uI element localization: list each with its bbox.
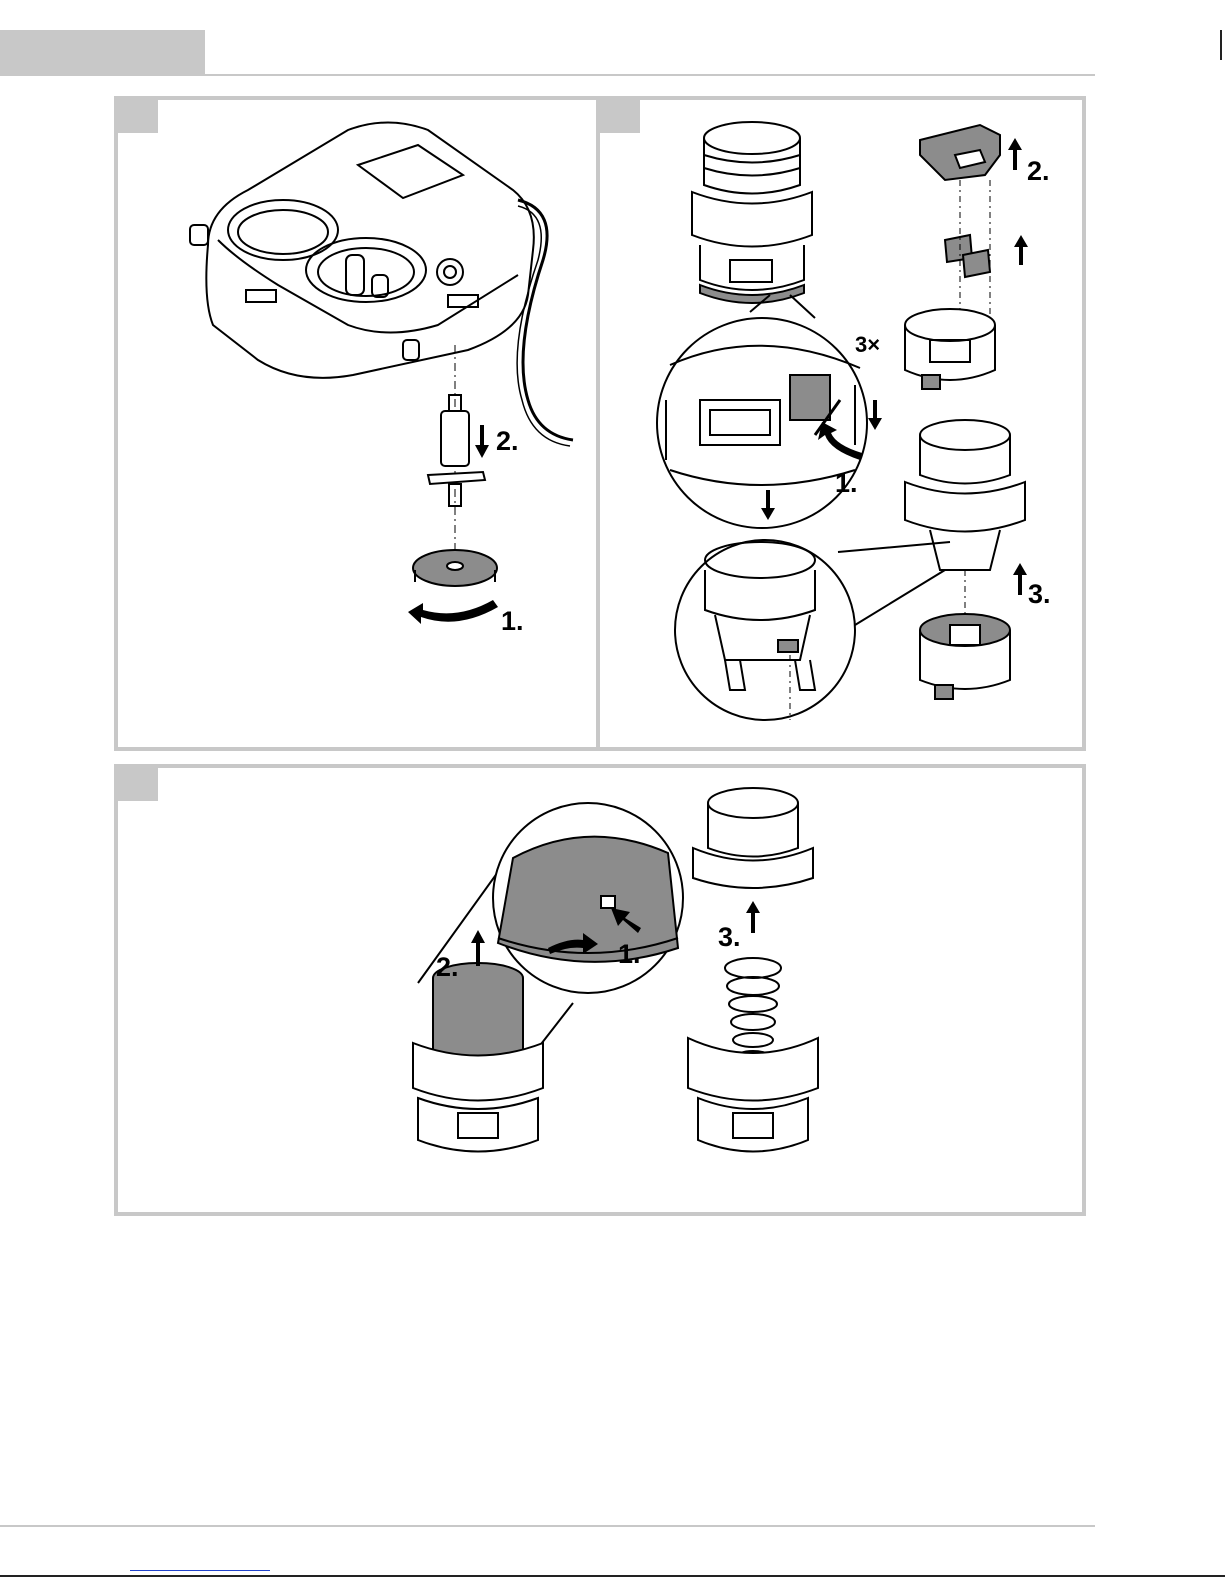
panel-valve-disassembly: 2. 3× 1. 3. — [596, 96, 1086, 751]
step-3-label: 3. — [718, 922, 741, 952]
header-rule — [205, 74, 1095, 76]
rotation-arrow — [408, 600, 498, 624]
page-edge-mark — [1220, 30, 1222, 60]
side-knob-left — [190, 225, 208, 245]
valve-base-lower — [920, 614, 1010, 699]
impeller-blade — [428, 472, 485, 484]
step-1-label: 1. — [618, 939, 641, 969]
valve-lid — [920, 125, 1000, 180]
step-2-label: 2. — [436, 952, 459, 982]
up-arrow-strips — [1014, 235, 1028, 265]
up-arrow-3 — [1013, 563, 1027, 595]
step-2-label: 2. — [496, 426, 519, 456]
footer-link-underline[interactable] — [130, 1570, 270, 1571]
seal-strip-2 — [963, 250, 990, 277]
up-arrow-2 — [1008, 138, 1022, 170]
valve-base-upper — [905, 309, 995, 389]
up-arrow-right — [746, 901, 760, 933]
panel-spring-removal: 1. 2. 3. — [114, 764, 1086, 1216]
valve-disassembly-illustration: 2. 3× 1. 3. — [600, 100, 1082, 747]
zoom-detail-base — [675, 540, 950, 720]
step-1-label: 1. — [835, 468, 858, 498]
footer-line — [0, 1575, 1225, 1577]
panel-impeller-removal: 2. 1. — [114, 96, 604, 751]
count-label: 3× — [855, 332, 880, 357]
up-arrow-left — [471, 930, 485, 966]
step-2-label: 2. — [1027, 156, 1050, 186]
step-1-label: 1. — [501, 606, 524, 636]
valve-base-right — [688, 1038, 818, 1152]
impeller-removal-illustration: 2. 1. — [118, 100, 600, 747]
valve-top-cap — [693, 788, 813, 888]
footer-rule — [0, 1525, 1095, 1527]
impeller-magnet — [441, 411, 469, 466]
step-3-label: 3. — [1028, 579, 1051, 609]
valve-unit-lifted — [905, 420, 1025, 570]
spring-removal-illustration: 1. 2. 3. — [118, 768, 1082, 1212]
header-tab — [0, 30, 205, 76]
spring — [725, 958, 781, 1065]
down-arrow-latch — [868, 400, 882, 430]
valve-unit-left — [413, 963, 543, 1152]
down-arrow — [475, 425, 489, 458]
valve-unit-assembled — [692, 122, 812, 303]
